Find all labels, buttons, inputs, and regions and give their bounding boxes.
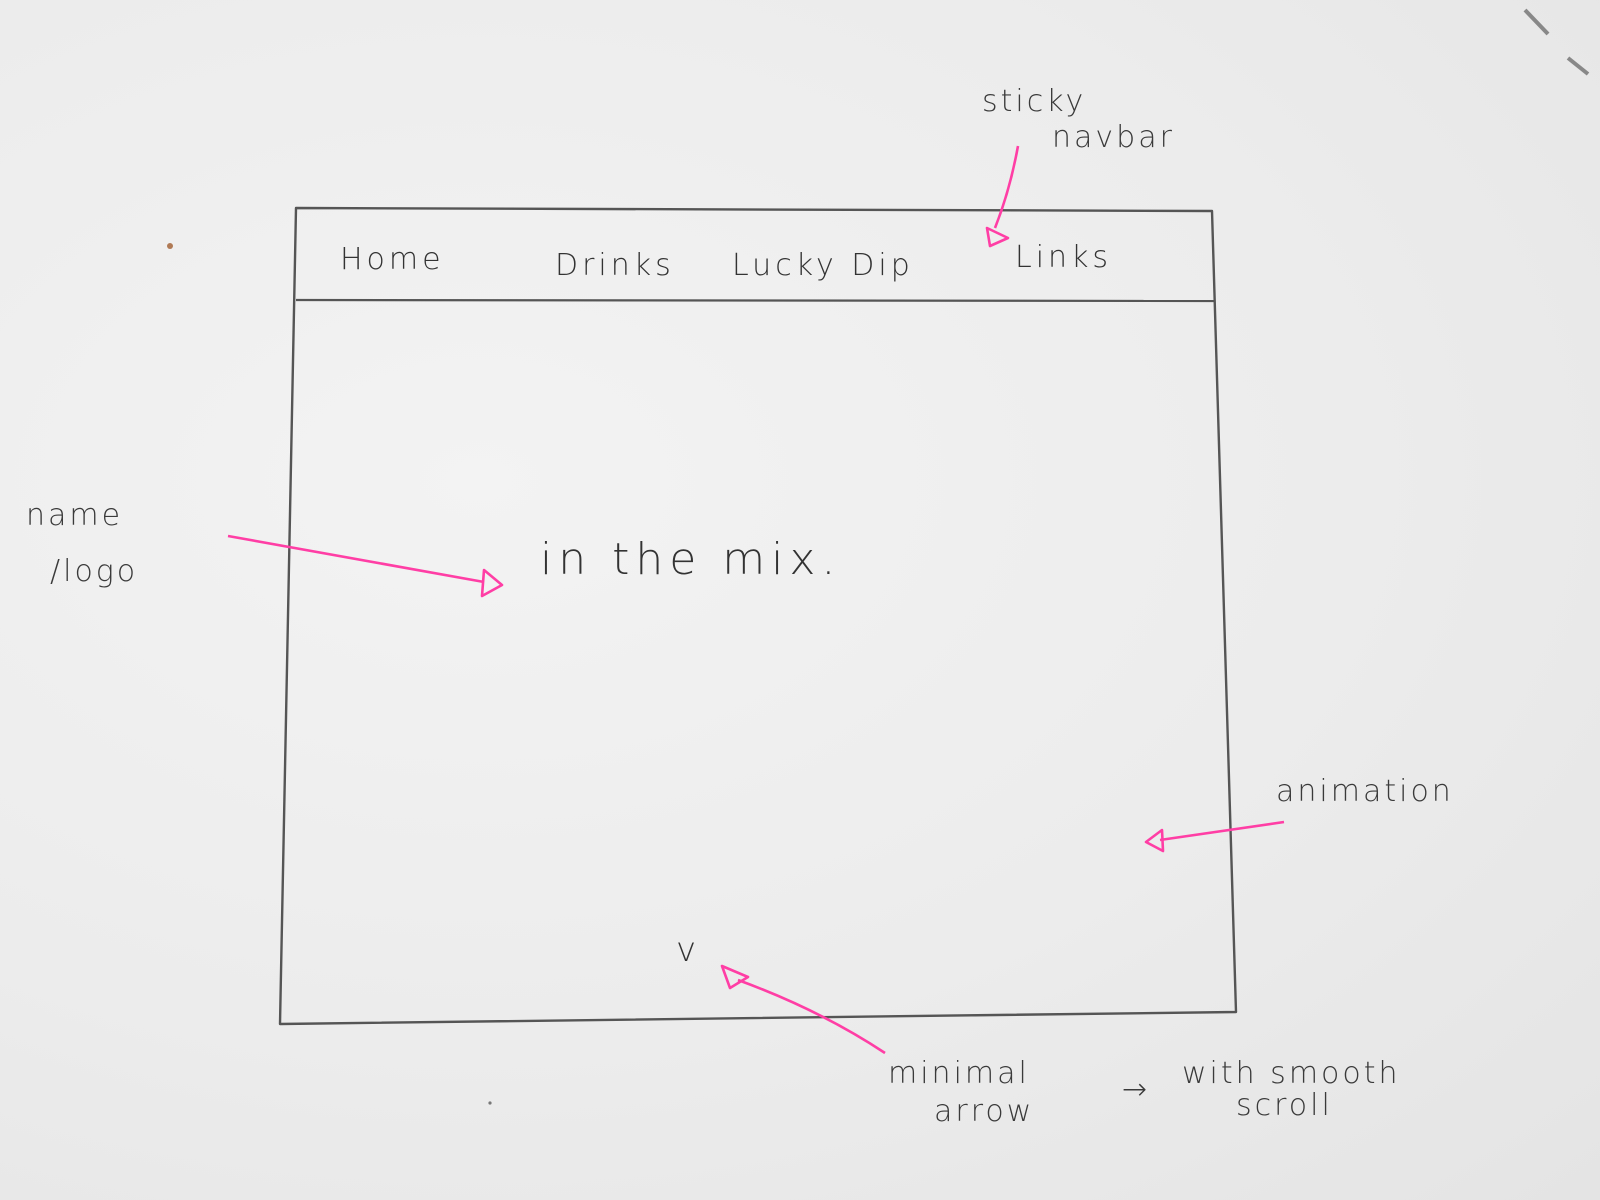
nav-item-links: Links bbox=[1015, 240, 1113, 275]
note-animation: animation bbox=[1276, 774, 1454, 809]
paper-speck bbox=[167, 243, 173, 249]
logo-pointer-line bbox=[227, 534, 485, 584]
note-sticky: sticky bbox=[982, 84, 1087, 119]
animation-pointer-line bbox=[1159, 820, 1285, 842]
navbar-pointer-line bbox=[993, 145, 1020, 229]
note-logo: /logo bbox=[50, 554, 139, 589]
wireframe-frame bbox=[278, 206, 1238, 1026]
nav-item-home: Home bbox=[340, 242, 445, 277]
nav-item-lucky-dip: Lucky Dip bbox=[732, 248, 914, 283]
note-with-smooth: with smooth bbox=[1182, 1056, 1401, 1091]
note-arrow: arrow bbox=[934, 1094, 1035, 1129]
note-navbar: navbar bbox=[1052, 120, 1175, 155]
note-leads-to-arrow: → bbox=[1122, 1072, 1151, 1107]
arrow-pointer-line bbox=[737, 978, 886, 1055]
paper-scribble bbox=[1523, 8, 1590, 76]
scroll-arrow-glyph: v bbox=[676, 930, 697, 970]
navbar-pointer-head bbox=[985, 226, 1010, 248]
note-name: name bbox=[26, 498, 124, 533]
animation-pointer-head bbox=[1144, 828, 1165, 853]
navbar-divider bbox=[295, 298, 1215, 303]
logo-pointer-head bbox=[480, 568, 504, 598]
nav-item-drinks: Drinks bbox=[555, 248, 675, 283]
arrow-pointer-head bbox=[720, 964, 750, 990]
paper-speck bbox=[488, 1101, 492, 1105]
logo-text: in the mix. bbox=[540, 534, 842, 585]
note-scroll: scroll bbox=[1236, 1088, 1333, 1123]
note-minimal: minimal bbox=[888, 1056, 1030, 1091]
